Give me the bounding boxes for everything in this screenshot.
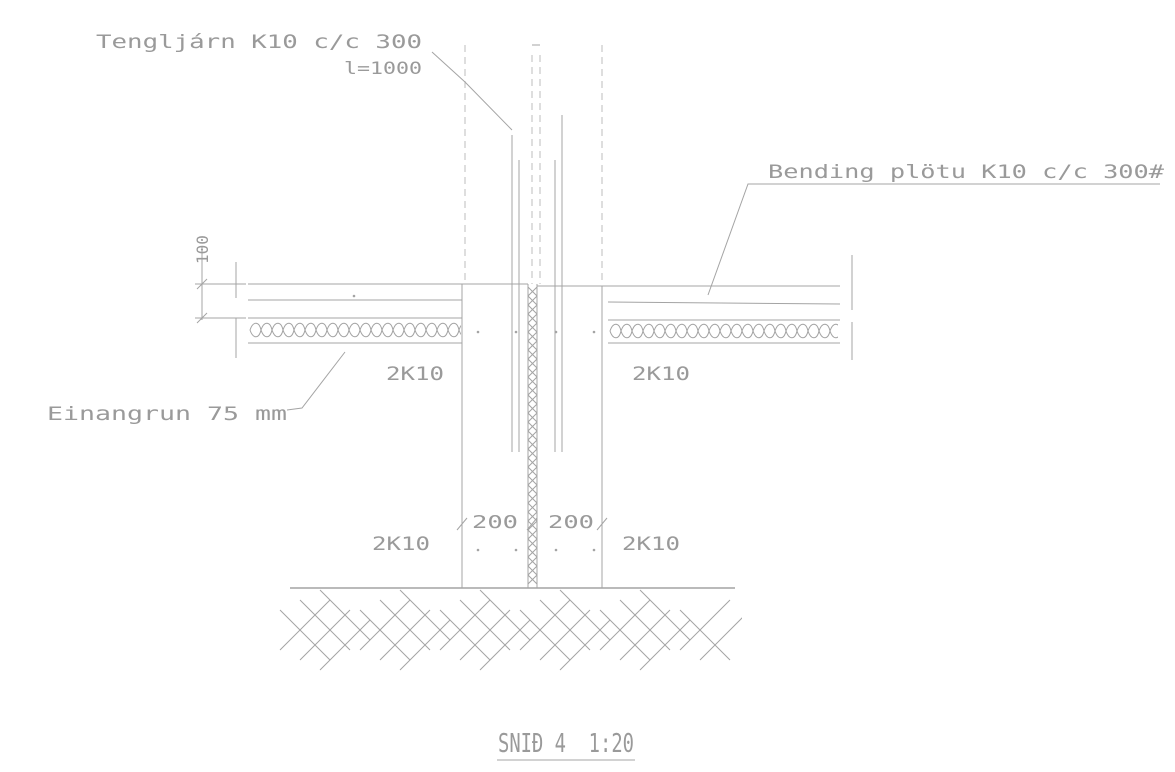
wall-outline-dashed (464, 44, 603, 284)
tie-bars (511, 115, 563, 452)
insulation-right (609, 323, 838, 339)
width-dimension (456, 517, 608, 531)
insulation-label: Einangrun 75 mm (47, 403, 287, 425)
slab-right (602, 255, 853, 360)
slab-thickness-dimension (195, 246, 246, 358)
tie-bar-label: Tengljárn K10 c/c 300 (96, 31, 422, 53)
foundation-wall (461, 283, 603, 588)
ground (279, 587, 742, 671)
joint-hatch (528, 287, 537, 585)
slab-rebar-label: Bending plötu K10 c/c 300# (768, 161, 1165, 183)
insulation-left (249, 322, 461, 338)
leader-lines (286, 51, 1160, 411)
section-title: SNIÐ 4 1:20 (498, 729, 634, 759)
bars-upper-left-label: 2K10 (386, 363, 444, 385)
slab-thickness-label: 100 (193, 235, 212, 264)
dim-right-label: 200 (548, 512, 594, 533)
slab-left (248, 283, 462, 344)
tie-bar-length-label: l=1000 (344, 59, 422, 79)
bars-lower-right-label: 2K10 (622, 533, 680, 555)
dim-left-label: 200 (472, 512, 518, 533)
rebar-dots (352, 294, 596, 552)
bars-lower-left-label: 2K10 (372, 533, 430, 555)
bars-upper-right-label: 2K10 (632, 363, 690, 385)
